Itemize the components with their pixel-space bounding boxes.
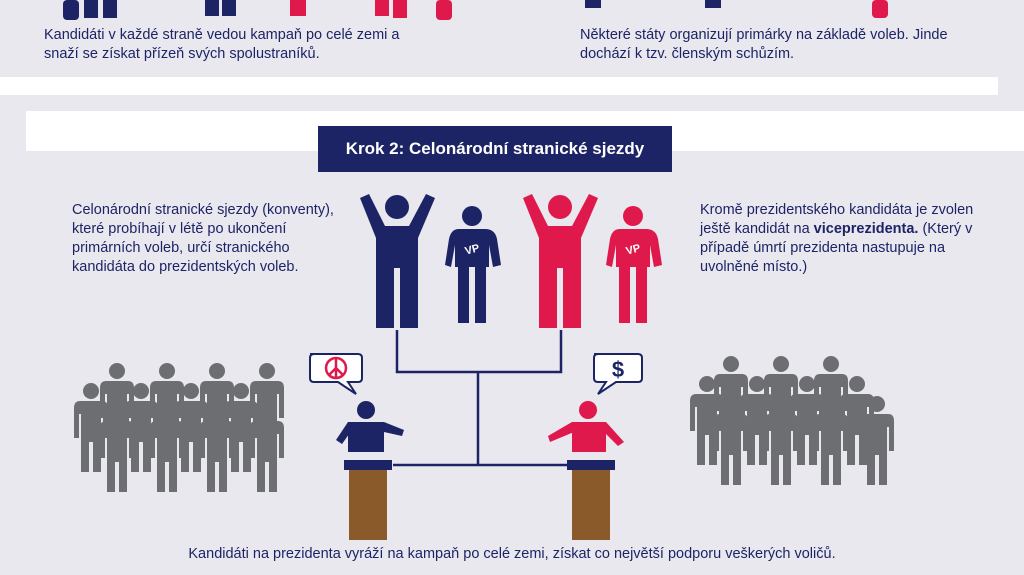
navy-candidate-arms-up-icon (360, 194, 435, 328)
divider-band (0, 77, 998, 95)
navy-vp-figure-icon: VP (445, 206, 501, 323)
right-paragraph: Kromě prezidentského kandidáta je zvolen… (700, 201, 975, 277)
top-left-text: Kandidáti v každé straně vedou kampaň po… (44, 27, 400, 62)
bottom-caption: Kandidáti na prezidenta vyráží na kampaň… (188, 546, 836, 562)
peace-speech-bubble-icon (309, 353, 363, 395)
left-paragraph: Celonárodní stranické sjezdy (konventy),… (72, 202, 334, 275)
red-candidate-arms-up-icon (523, 194, 598, 328)
previous-step-panel (0, 0, 1024, 70)
right-paragraph-bold: viceprezidenta. (813, 221, 919, 237)
vp-badge-red: VP (625, 242, 642, 257)
step-title: Krok 2: Celonárodní stranické sjezdy (318, 126, 672, 172)
vp-badge-navy: VP (464, 242, 481, 257)
navy-speaker-icon (336, 401, 404, 452)
dollar-speech-bubble-icon: $ (593, 353, 643, 395)
red-vp-figure-icon: VP (606, 206, 662, 323)
left-podium-icon (344, 460, 392, 540)
right-paragraph-part1: Kromě prezidentského kandidáta je zvolen… (700, 202, 974, 237)
top-figures-cropped (63, 0, 888, 20)
right-paragraph-part2: (Který v případě úmrtí prezidenta nastup… (700, 221, 973, 275)
top-right-text: Některé státy organizují primárky na zák… (580, 27, 948, 62)
dollar-symbol: $ (612, 357, 624, 382)
right-crowd-icon (690, 356, 894, 485)
right-podium-icon (567, 460, 615, 540)
left-crowd-icon (74, 363, 284, 492)
red-speaker-icon (548, 401, 624, 452)
